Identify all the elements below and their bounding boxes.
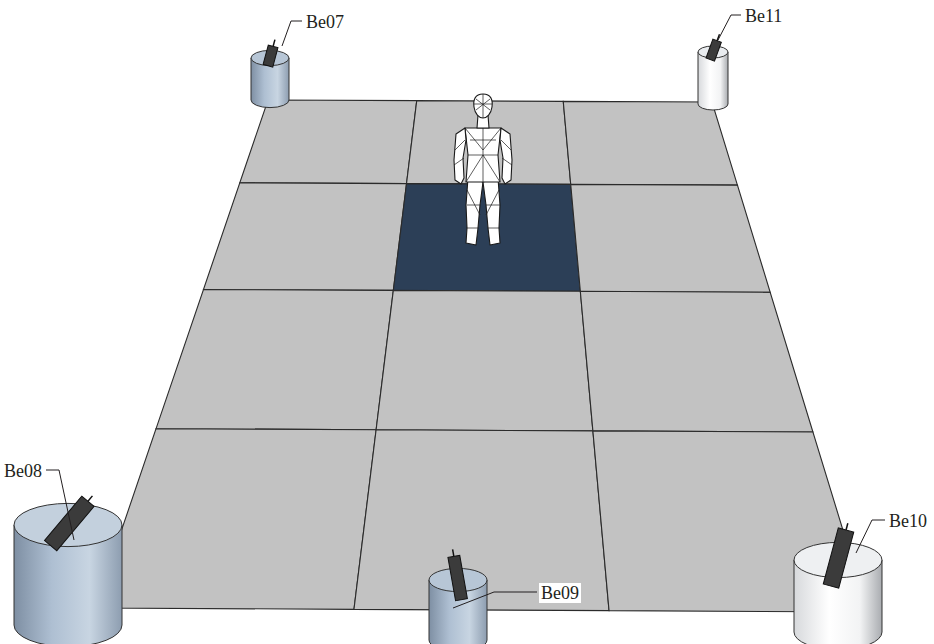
floor-tile	[156, 289, 393, 429]
callout-label: Be09	[539, 583, 581, 603]
beacon-device	[706, 39, 721, 61]
beacon-cylinder	[698, 34, 728, 110]
beacon-cylinders	[14, 34, 882, 644]
callout-label: Be11	[743, 6, 784, 26]
beacon-device	[823, 528, 853, 588]
beacon-cylinder	[429, 549, 487, 644]
floor-tile	[571, 184, 770, 292]
beacon-cylinder	[14, 496, 122, 644]
floor-tile	[95, 429, 376, 610]
beacon-cylinder	[251, 40, 289, 108]
callout-label: Be07	[304, 12, 346, 32]
beacon-cylinder	[794, 523, 882, 644]
floor-grid	[95, 100, 868, 612]
beacon-device	[45, 496, 95, 551]
floor-tile	[240, 100, 417, 184]
beacon-device	[448, 555, 467, 600]
floor-tile	[376, 290, 593, 430]
floor-tile	[563, 101, 737, 185]
callout-label: Be08	[2, 461, 44, 481]
floor-tile	[203, 183, 406, 291]
beacon-device	[263, 45, 278, 67]
leader-lines	[46, 15, 885, 608]
floor-tile	[580, 291, 813, 432]
floor-tile	[354, 430, 609, 611]
callout-label: Be10	[887, 511, 929, 531]
human-figure	[454, 94, 512, 245]
floor-tile	[593, 431, 868, 612]
